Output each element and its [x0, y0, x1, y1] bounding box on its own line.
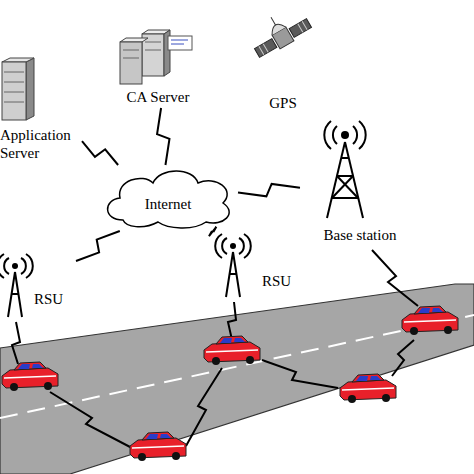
node-icon	[0, 252, 30, 317]
network-node: Internet	[98, 165, 238, 231]
wireless-link	[392, 340, 414, 376]
wireless-link	[238, 184, 300, 196]
wireless-link	[157, 108, 169, 165]
wireless-link	[209, 227, 216, 237]
wireless-link	[12, 322, 20, 364]
network-node: Application Server	[0, 58, 82, 170]
wireless-link	[76, 231, 120, 261]
wireless-link	[228, 302, 236, 340]
node-label: RSU	[262, 272, 308, 290]
node-icon	[315, 118, 375, 218]
car	[340, 374, 396, 403]
car	[204, 336, 260, 365]
node-label: RSU	[34, 290, 76, 308]
network-node: GPS	[250, 8, 316, 116]
node-label: GPS	[250, 94, 316, 112]
car	[402, 306, 458, 335]
wireless-link	[186, 368, 222, 446]
node-icon	[120, 28, 192, 84]
node-label: Base station	[300, 226, 420, 244]
node-label: Internet	[98, 195, 238, 213]
network-node: RSU	[0, 252, 76, 322]
wireless-link	[50, 392, 132, 448]
node-icon	[218, 232, 248, 297]
car	[130, 432, 186, 461]
lane-line	[0, 315, 474, 418]
wireless-links	[12, 250, 418, 448]
node-icon	[253, 8, 313, 68]
road	[0, 284, 474, 474]
network-node: RSU	[212, 232, 308, 302]
wireless-link	[82, 141, 118, 165]
wireless-link	[372, 250, 418, 306]
network-node: CA Server	[112, 28, 204, 108]
network-node: Base station	[300, 118, 420, 248]
wireless-link	[262, 360, 338, 388]
node-label: Application Server	[0, 126, 82, 162]
node-label: CA Server	[112, 88, 204, 106]
node-icon	[0, 58, 34, 122]
car	[2, 362, 58, 391]
